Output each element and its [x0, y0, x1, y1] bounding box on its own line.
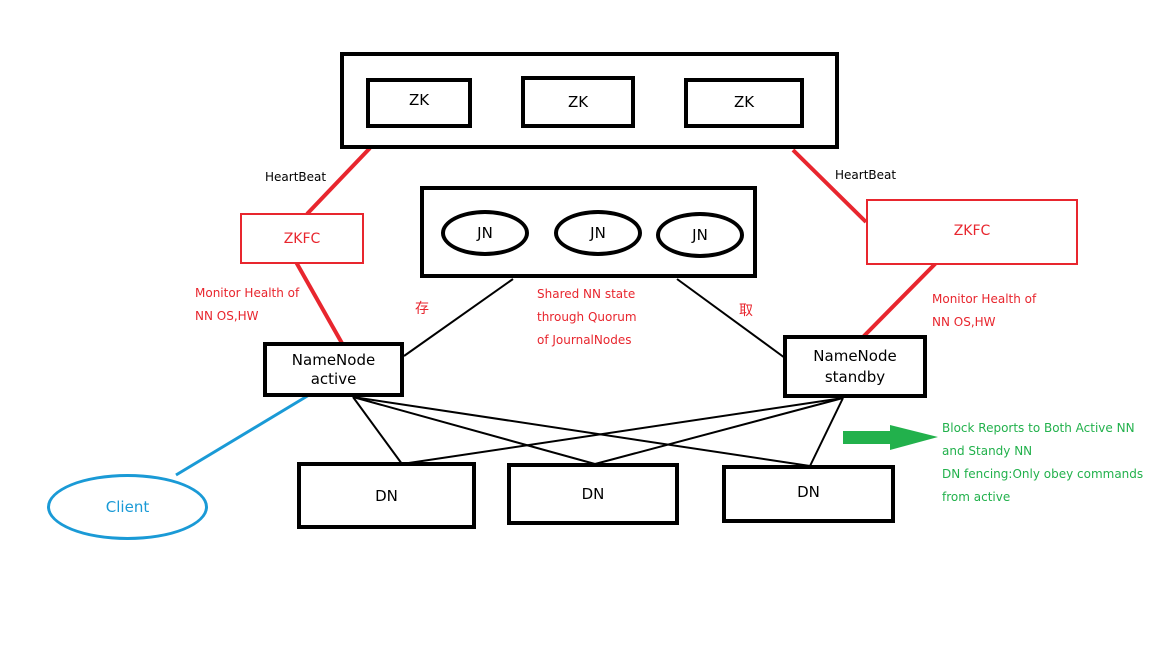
client-node: Client [47, 474, 208, 540]
datanode-3-label: DN [797, 483, 820, 501]
heartbeat-line-left [305, 146, 372, 216]
monitor-line-left [294, 261, 345, 346]
datanode-2-label: DN [581, 485, 605, 503]
fetch-line [676, 278, 786, 359]
monitor-health-left-line2: NN OS,HW [195, 309, 259, 323]
standby-to-dn2 [594, 397, 844, 465]
block-reports-line2: and Standy NN [942, 444, 1033, 458]
journal-node-2-label: JN [590, 224, 606, 242]
datanode-1-label: DN [375, 486, 398, 505]
datanode-2: DN [507, 463, 679, 525]
namenode-standby-state: standby [824, 367, 886, 386]
standby-to-dn1 [401, 397, 844, 465]
block-report-arrow [843, 425, 938, 450]
monitor-health-right-line2: NN OS,HW [932, 315, 996, 329]
zk-node-2-label: ZK [567, 93, 589, 111]
zkfc-right: ZKFC [866, 199, 1078, 265]
zkfc-right-label: ZKFC [953, 223, 991, 239]
client-label: Client [105, 498, 150, 516]
namenode-active-title: NameNode [291, 350, 376, 369]
shared-state-line3: of JournalNodes [537, 333, 632, 347]
journal-node-2: JN [554, 210, 642, 256]
namenode-active-state: active [310, 369, 357, 388]
block-reports-line1: Block Reports to Both Active NN [942, 421, 1135, 435]
namenode-standby: NameNode standby [783, 335, 927, 398]
heartbeat-line-right [791, 148, 868, 224]
monitor-health-left-line1: Monitor Health of [195, 286, 300, 300]
zkfc-left: ZKFC [240, 213, 364, 264]
active-to-dn3 [352, 396, 811, 467]
monitor-health-right-line1: Monitor Health of [932, 292, 1037, 306]
shared-state-line2: through Quorum [537, 310, 637, 324]
zk-node-2: ZK [521, 76, 635, 128]
heartbeat-label-right: HeartBeat [835, 168, 897, 182]
block-reports-line3: DN fencing:Only obey commands [942, 467, 1144, 481]
datanode-3: DN [722, 465, 895, 523]
active-to-dn1 [352, 396, 403, 465]
heartbeat-label-left: HeartBeat [265, 170, 327, 184]
zk-node-3: ZK [684, 78, 804, 128]
client-line [175, 393, 310, 477]
monitor-line-right [861, 261, 938, 339]
shared-state-line1: Shared NN state [537, 287, 636, 301]
datanode-1: DN [297, 462, 476, 529]
store-label: 存 [415, 301, 429, 317]
zkfc-left-label: ZKFC [283, 230, 321, 247]
zk-node-3-label: ZK [733, 93, 755, 111]
journal-node-1: JN [441, 210, 529, 256]
journal-node-1-label: JN [477, 224, 493, 242]
namenode-standby-title: NameNode [813, 346, 897, 365]
block-reports-line4: from active [942, 490, 1011, 504]
store-line [403, 278, 514, 357]
standby-to-dn3 [809, 397, 844, 467]
journal-node-3-label: JN [692, 226, 708, 244]
active-to-dn2 [352, 396, 596, 465]
namenode-active: NameNode active [263, 342, 404, 397]
zk-node-1-label: ZK [408, 91, 430, 109]
zk-node-1: ZK [366, 78, 472, 128]
journal-node-3: JN [656, 212, 744, 258]
fetch-label: 取 [739, 303, 753, 319]
